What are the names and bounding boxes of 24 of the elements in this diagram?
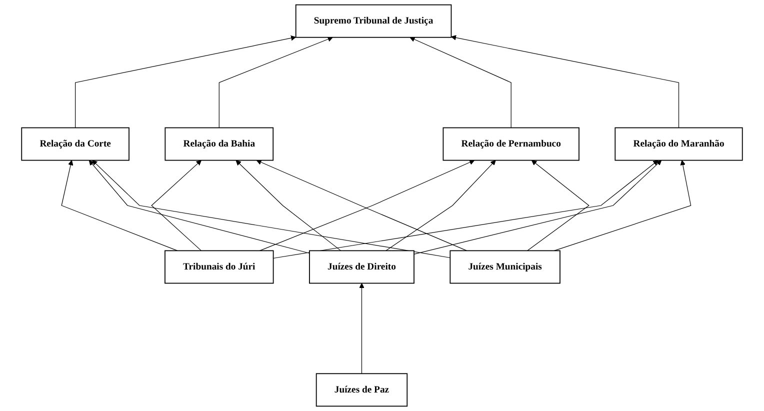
arrow bbox=[88, 160, 310, 254]
node-box: Juízes de Direito bbox=[309, 250, 414, 284]
arrow bbox=[61, 160, 178, 251]
arrow bbox=[410, 36, 512, 128]
node-box: Juízes Municipais bbox=[450, 250, 560, 284]
node-box: Relação da Bahia bbox=[164, 127, 274, 161]
arrow bbox=[92, 160, 450, 258]
arrow bbox=[385, 160, 496, 251]
arrow bbox=[451, 35, 680, 128]
node-box: Juízes de Paz bbox=[316, 373, 408, 407]
arrow bbox=[218, 36, 333, 128]
node-box: Supremo Tribunal de Justiça bbox=[295, 4, 452, 38]
node-box: Relação do Maranhão bbox=[614, 127, 743, 161]
arrow bbox=[526, 160, 590, 251]
node-box: Relação da Corte bbox=[21, 127, 130, 161]
node-box: Relação de Pernambuco bbox=[442, 127, 580, 161]
arrow bbox=[151, 160, 202, 251]
node-box: Tribunais do Júri bbox=[164, 250, 274, 284]
arrow bbox=[554, 160, 692, 251]
arrow bbox=[236, 160, 342, 251]
arrow bbox=[414, 160, 662, 254]
arrow bbox=[75, 35, 296, 128]
arrow bbox=[359, 283, 364, 374]
arrow bbox=[273, 160, 658, 259]
